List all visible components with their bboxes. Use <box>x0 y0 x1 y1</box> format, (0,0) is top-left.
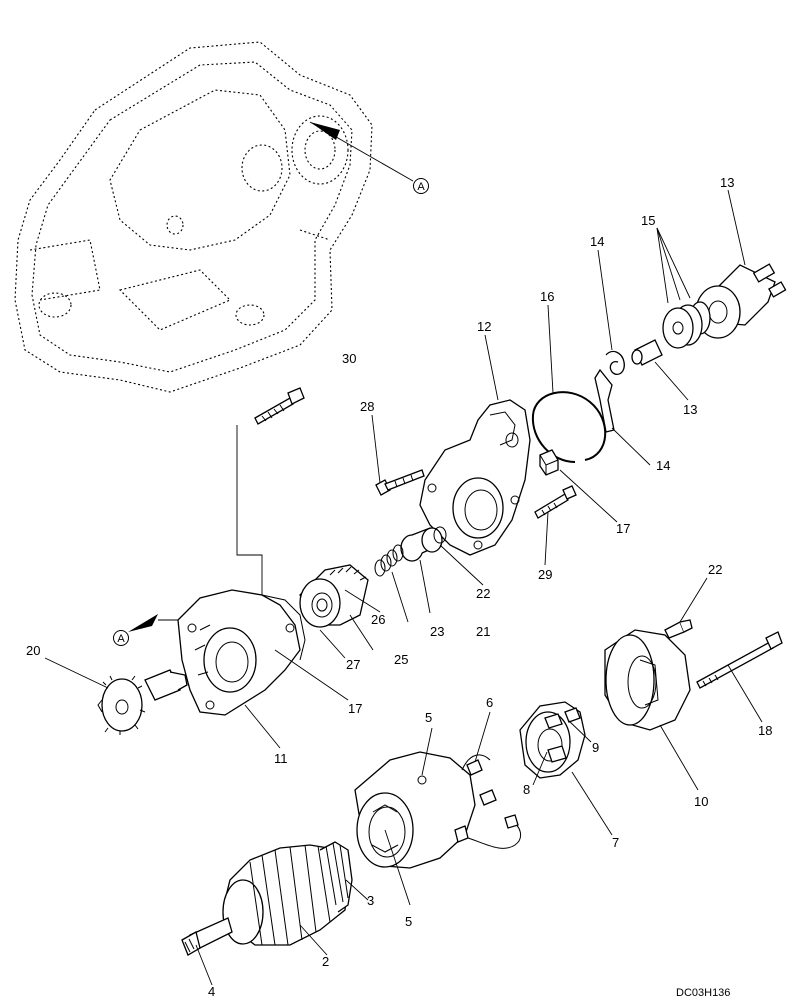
bolt-29 <box>534 485 577 519</box>
callout-2: 2 <box>322 954 329 969</box>
callout-11: 11 <box>274 751 288 766</box>
callout-21: 21 <box>476 624 490 639</box>
solenoid-13 <box>695 263 787 339</box>
callout-23: 23 <box>430 624 444 639</box>
callout-26: 26 <box>371 612 385 627</box>
marker-a-text: A <box>417 181 425 193</box>
front-bracket-11 <box>177 589 306 716</box>
callout-28: 28 <box>360 399 374 414</box>
yoke-5 <box>354 751 522 869</box>
callout-20: 20 <box>26 643 40 658</box>
callout-17: 17 <box>616 521 630 536</box>
callout-27: 27 <box>346 657 360 672</box>
callout-13: 13 <box>720 175 734 190</box>
section-marker-a-lower: A <box>113 614 180 646</box>
callout-5: 5 <box>405 914 412 929</box>
callout-8: 8 <box>523 782 530 797</box>
brush-holder-7 <box>519 701 586 779</box>
callout-29: 29 <box>538 567 552 582</box>
grommet-17-upper <box>539 449 559 476</box>
callout-16: 16 <box>540 289 554 304</box>
overrunning-clutch-25 <box>299 564 369 628</box>
armature-2 <box>181 841 353 956</box>
callout-4: 4 <box>208 984 215 999</box>
spring-collar-group <box>374 526 447 577</box>
callout-5: 5 <box>425 710 432 725</box>
callout-7: 7 <box>612 835 619 850</box>
callout-3: 3 <box>367 893 374 908</box>
through-bolt-18 <box>696 631 783 689</box>
leader-lines <box>44 189 763 986</box>
part-callouts: 13 15 14 16 12 13 14 17 30 28 29 22 21 2… <box>26 175 772 999</box>
plunger-13 <box>631 339 663 366</box>
callout-18: 18 <box>758 723 772 738</box>
marker-a-text: A <box>117 633 125 645</box>
callout-17: 17 <box>348 701 362 716</box>
callout-12: 12 <box>477 319 491 334</box>
callout-22: 22 <box>476 586 490 601</box>
pinion-gear-20 <box>97 669 188 735</box>
shims-15 <box>662 301 711 349</box>
callout-15: 15 <box>641 213 655 228</box>
callout-13: 13 <box>683 402 697 417</box>
callout-10: 10 <box>694 794 708 809</box>
screw-22-lower <box>664 619 693 639</box>
shift-lever-14 <box>594 350 625 433</box>
callout-14: 14 <box>590 234 604 249</box>
section-marker-a-upper: A <box>309 121 429 194</box>
flywheel-housing-outline <box>14 41 373 393</box>
rear-cover-10 <box>604 629 691 731</box>
bolt-28 <box>375 469 425 496</box>
callout-22: 22 <box>708 562 722 577</box>
callout-9: 9 <box>592 740 599 755</box>
drive-housing-12 <box>419 399 531 556</box>
drawing-reference: DC03H136 <box>676 987 730 999</box>
ring-16 <box>531 391 607 463</box>
callout-6: 6 <box>486 695 493 710</box>
callout-25: 25 <box>394 652 408 667</box>
callout-14: 14 <box>656 458 670 473</box>
bolt-30 <box>236 387 305 600</box>
callout-30: 30 <box>342 351 356 366</box>
